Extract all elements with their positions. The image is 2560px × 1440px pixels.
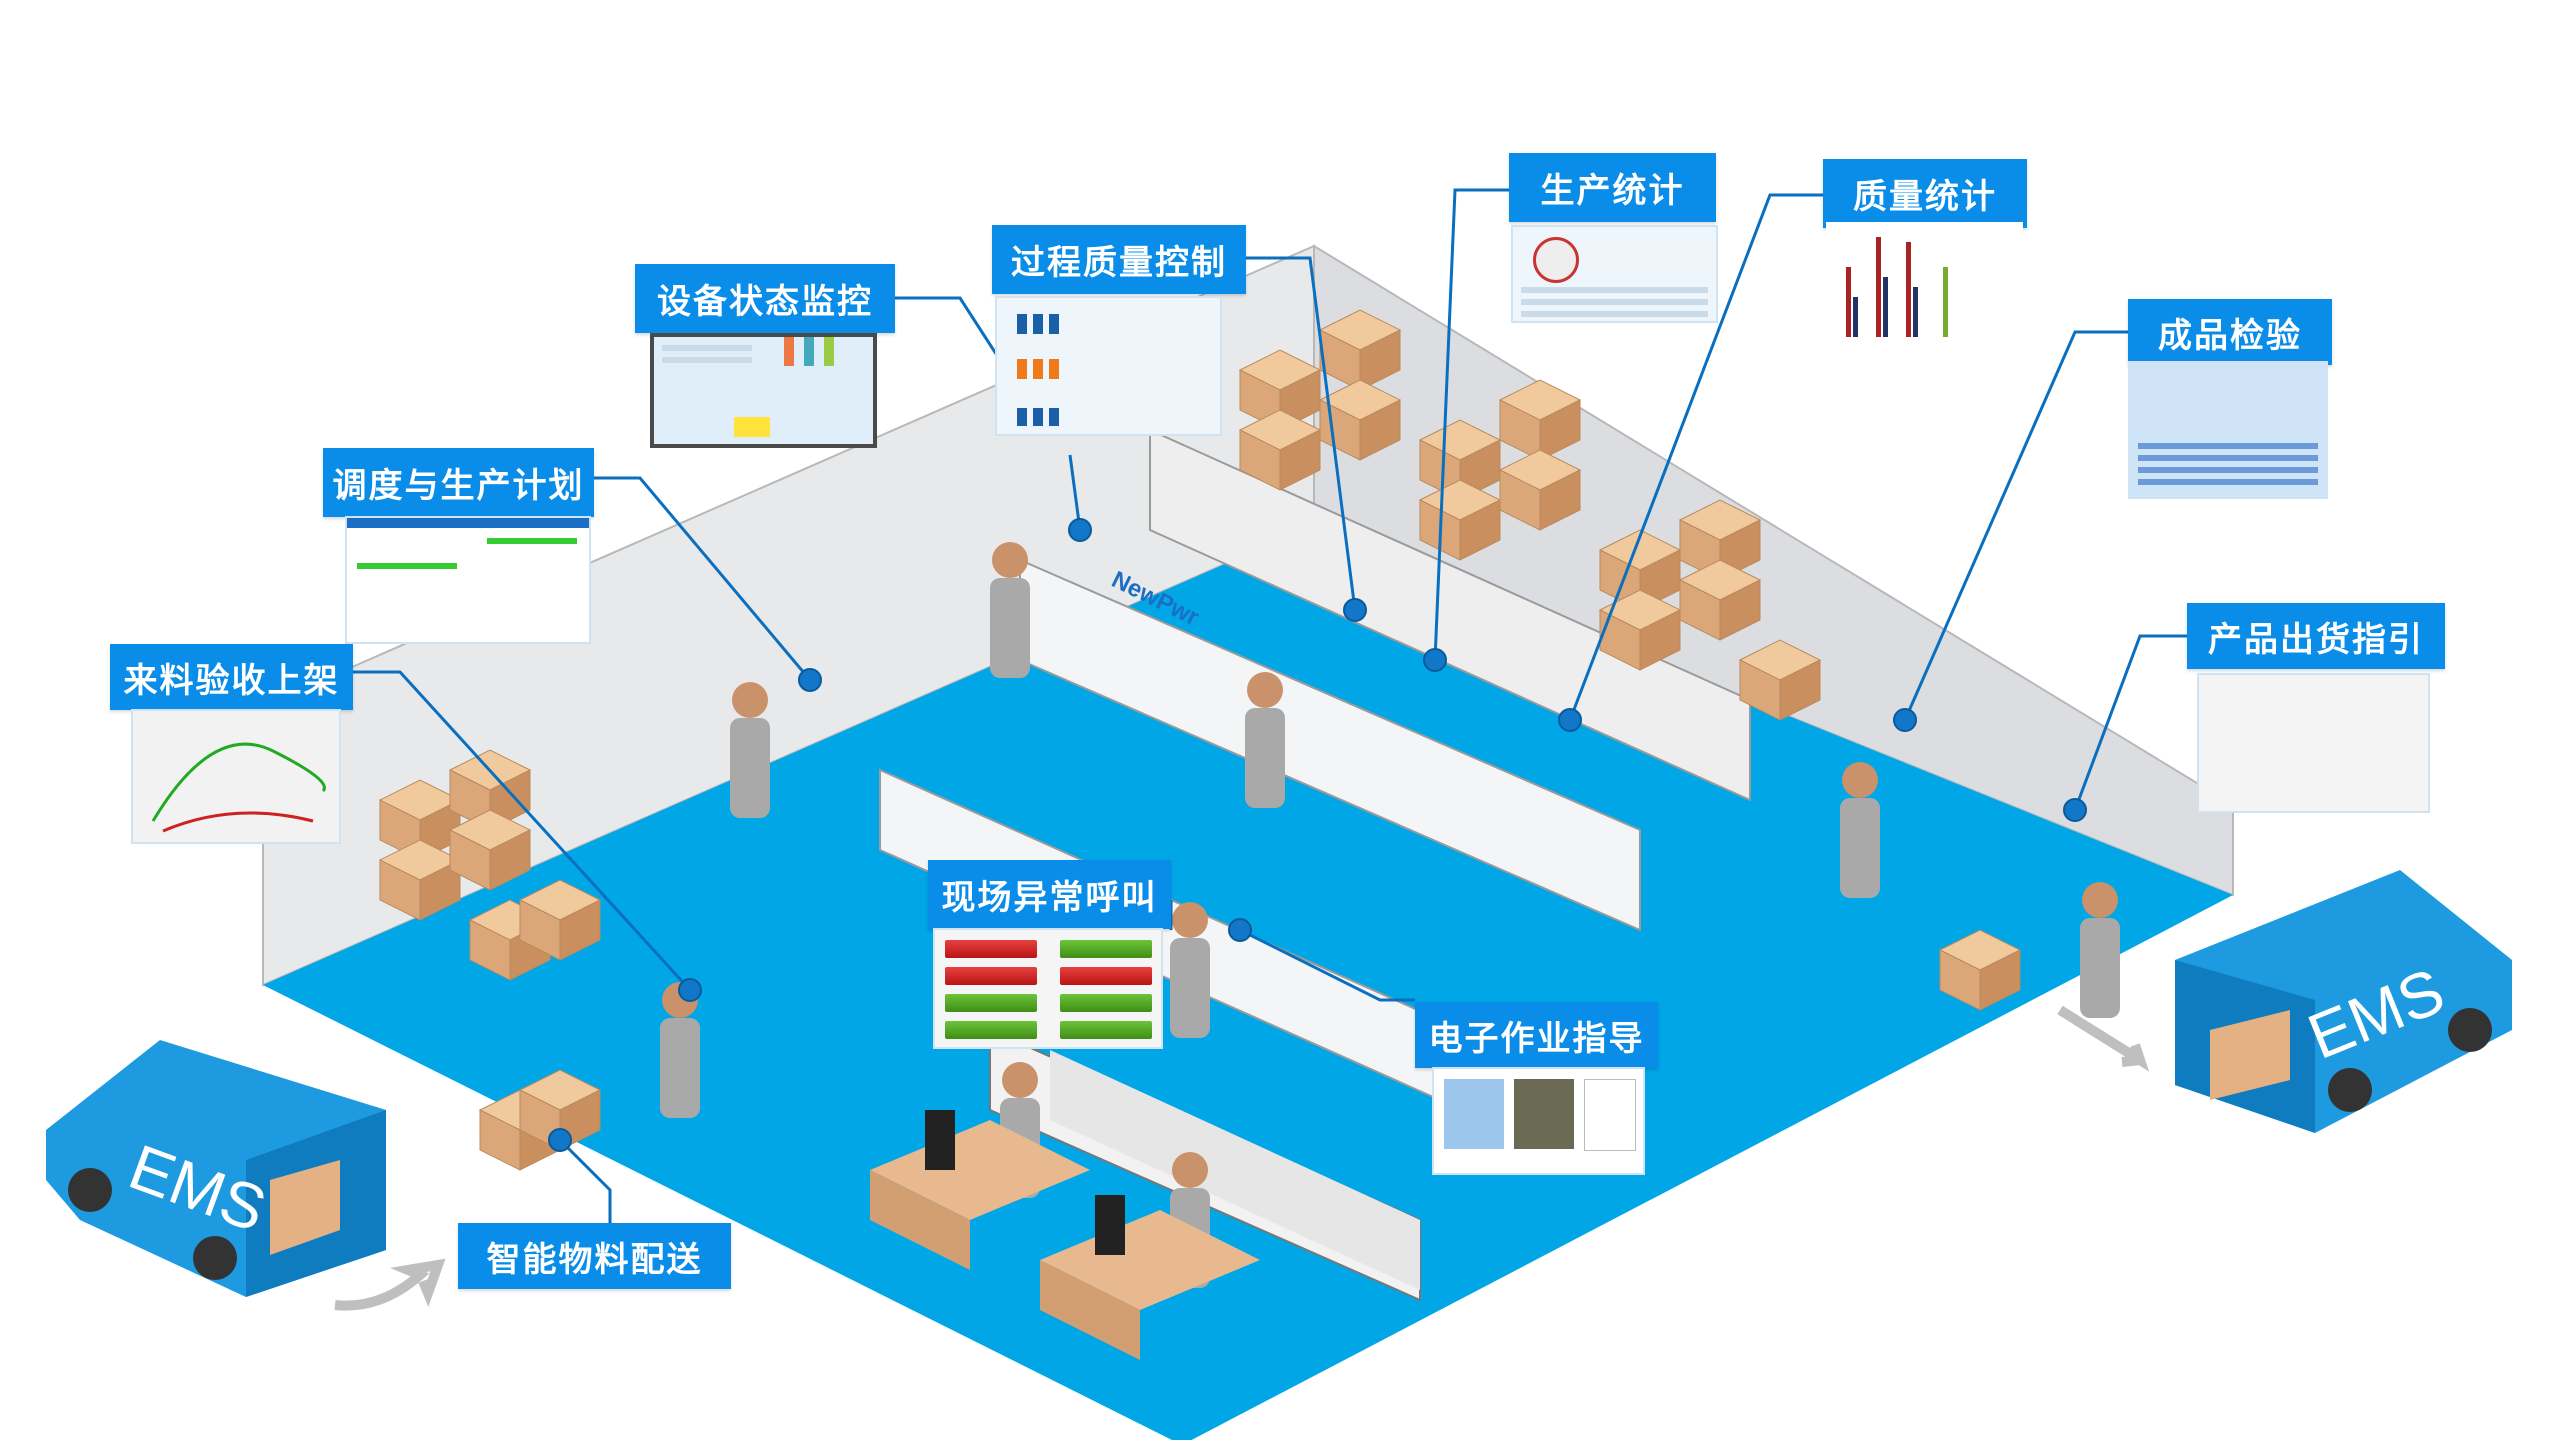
- partition-wall: [1149, 428, 1751, 802]
- call-button[interactable]: [945, 994, 1037, 1012]
- box: [1639, 609, 1681, 671]
- call-button[interactable]: [1060, 967, 1152, 985]
- box: [1359, 399, 1401, 461]
- incoming-material-screenshot: [131, 709, 341, 844]
- label-production-statistics[interactable]: 生产统计: [1509, 153, 1716, 222]
- worker-body: [1170, 938, 1210, 1038]
- label-quality-statistics[interactable]: 质量统计: [1823, 159, 2027, 228]
- box: [1459, 499, 1501, 561]
- box: [1279, 429, 1321, 491]
- call-button[interactable]: [1060, 994, 1152, 1012]
- worker-head: [2082, 882, 2118, 918]
- worker-head: [992, 542, 1028, 578]
- worker-head: [1172, 902, 1208, 938]
- label-finished-product-inspection[interactable]: 成品检验: [2128, 299, 2332, 365]
- box: [1719, 579, 1761, 641]
- worker-head: [1842, 762, 1878, 798]
- worker-head: [1247, 672, 1283, 708]
- box: [1979, 949, 2021, 1011]
- box: [489, 829, 531, 891]
- worker-body: [660, 1018, 700, 1118]
- box: [419, 859, 461, 921]
- label-process-quality-control[interactable]: 过程质量控制: [992, 225, 1246, 294]
- worker-head: [732, 682, 768, 718]
- finished-inspection-screenshot: [2128, 361, 2328, 499]
- worker-head: [1002, 1062, 1038, 1098]
- leader-lines: [353, 188, 2187, 1223]
- call-button[interactable]: [1060, 1021, 1152, 1039]
- label-equipment-monitoring[interactable]: 设备状态监控: [635, 264, 895, 333]
- desk: [1040, 1260, 1140, 1360]
- desks: [870, 1110, 1260, 1360]
- worker-body: [1840, 798, 1880, 898]
- equipment-monitoring-screenshot: [650, 333, 877, 448]
- monitor-icon: [1095, 1195, 1125, 1255]
- cardboard-boxes: [378, 309, 2022, 1171]
- desk: [870, 1120, 1090, 1220]
- call-button[interactable]: [1060, 940, 1152, 958]
- scheduling-plan-screenshot: [345, 516, 591, 644]
- worker-body: [2080, 918, 2120, 1018]
- desk: [1040, 1210, 1260, 1310]
- label-smart-material-delivery[interactable]: 智能物料配送: [458, 1223, 731, 1289]
- box: [1359, 329, 1401, 391]
- label-incoming-material-receiving[interactable]: 来料验收上架: [110, 644, 353, 710]
- desk: [870, 1170, 970, 1270]
- work-instruction-screenshot: [1432, 1067, 1645, 1175]
- shipping-guide-screenshot: [2197, 673, 2430, 813]
- worker-body: [990, 578, 1030, 678]
- exception-call-panel: [933, 928, 1163, 1049]
- delivery-truck-right: EMS: [2175, 870, 2512, 1133]
- production-statistics-screenshot: [1511, 225, 1718, 323]
- label-product-shipping-guide[interactable]: 产品出货指引: [2187, 603, 2445, 669]
- box: [559, 899, 601, 961]
- label-electronic-work-instruction[interactable]: 电子作业指导: [1415, 1002, 1658, 1068]
- call-button[interactable]: [945, 940, 1037, 958]
- call-button[interactable]: [945, 967, 1037, 985]
- label-onsite-exception-call[interactable]: 现场异常呼叫: [928, 860, 1171, 929]
- delivery-truck-left: EMS: [46, 1040, 386, 1297]
- arrow-icon: [2057, 1005, 2150, 1072]
- curve-chart: [151, 742, 326, 833]
- production-line: [1050, 1050, 1420, 1290]
- box: [1539, 469, 1581, 531]
- arrow-icon: [334, 1258, 446, 1311]
- worker-body: [730, 718, 770, 818]
- box: [1539, 399, 1581, 461]
- quality-statistics-chart: [1826, 222, 2023, 345]
- monitor-icon: [925, 1110, 955, 1170]
- hotspot-dots: [548, 518, 2087, 1152]
- worker-head: [1172, 1152, 1208, 1188]
- label-scheduling-production-plan[interactable]: 调度与生产计划: [323, 448, 594, 517]
- process-quality-screenshot: [995, 296, 1222, 436]
- worker-body: [1245, 708, 1285, 808]
- call-button[interactable]: [945, 1021, 1037, 1039]
- box: [1779, 659, 1821, 721]
